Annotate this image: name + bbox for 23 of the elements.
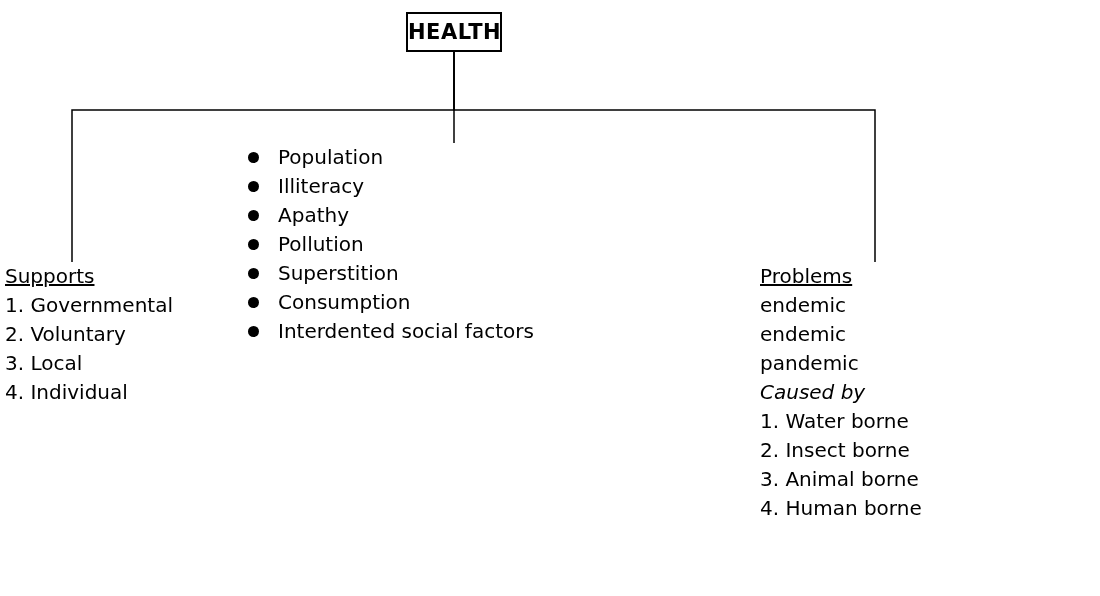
list-item: Consumption [278, 289, 411, 316]
list-item: 3. Local [5, 351, 83, 375]
list-subheading: Caused by [760, 380, 866, 404]
connector-line [453, 51, 876, 263]
list-item: endemic [760, 293, 846, 317]
list-item: 2. Insect borne [760, 438, 910, 462]
list-item: endemic [760, 322, 846, 346]
list-item: 3. Animal borne [760, 467, 919, 491]
list-item: 4. Individual [5, 380, 128, 404]
list-item: Superstition [278, 260, 399, 287]
list-item: Pollution [278, 231, 364, 258]
list-item: Interdented social factors [278, 318, 534, 345]
list-item: pandemic [760, 351, 859, 375]
list-item: 1. Water borne [760, 409, 909, 433]
list-item: Population [278, 144, 384, 171]
list-item: 4. Human borne [760, 496, 922, 520]
list-heading: Supports [5, 264, 95, 288]
list-item: Apathy [278, 202, 349, 229]
list-item: 1. Governmental [5, 293, 173, 317]
list-heading: Problems [760, 264, 853, 288]
heading-box: HEALTH [406, 12, 502, 52]
list-item: 2. Voluntary [5, 322, 126, 346]
list-item: Illiteracy [278, 173, 365, 200]
